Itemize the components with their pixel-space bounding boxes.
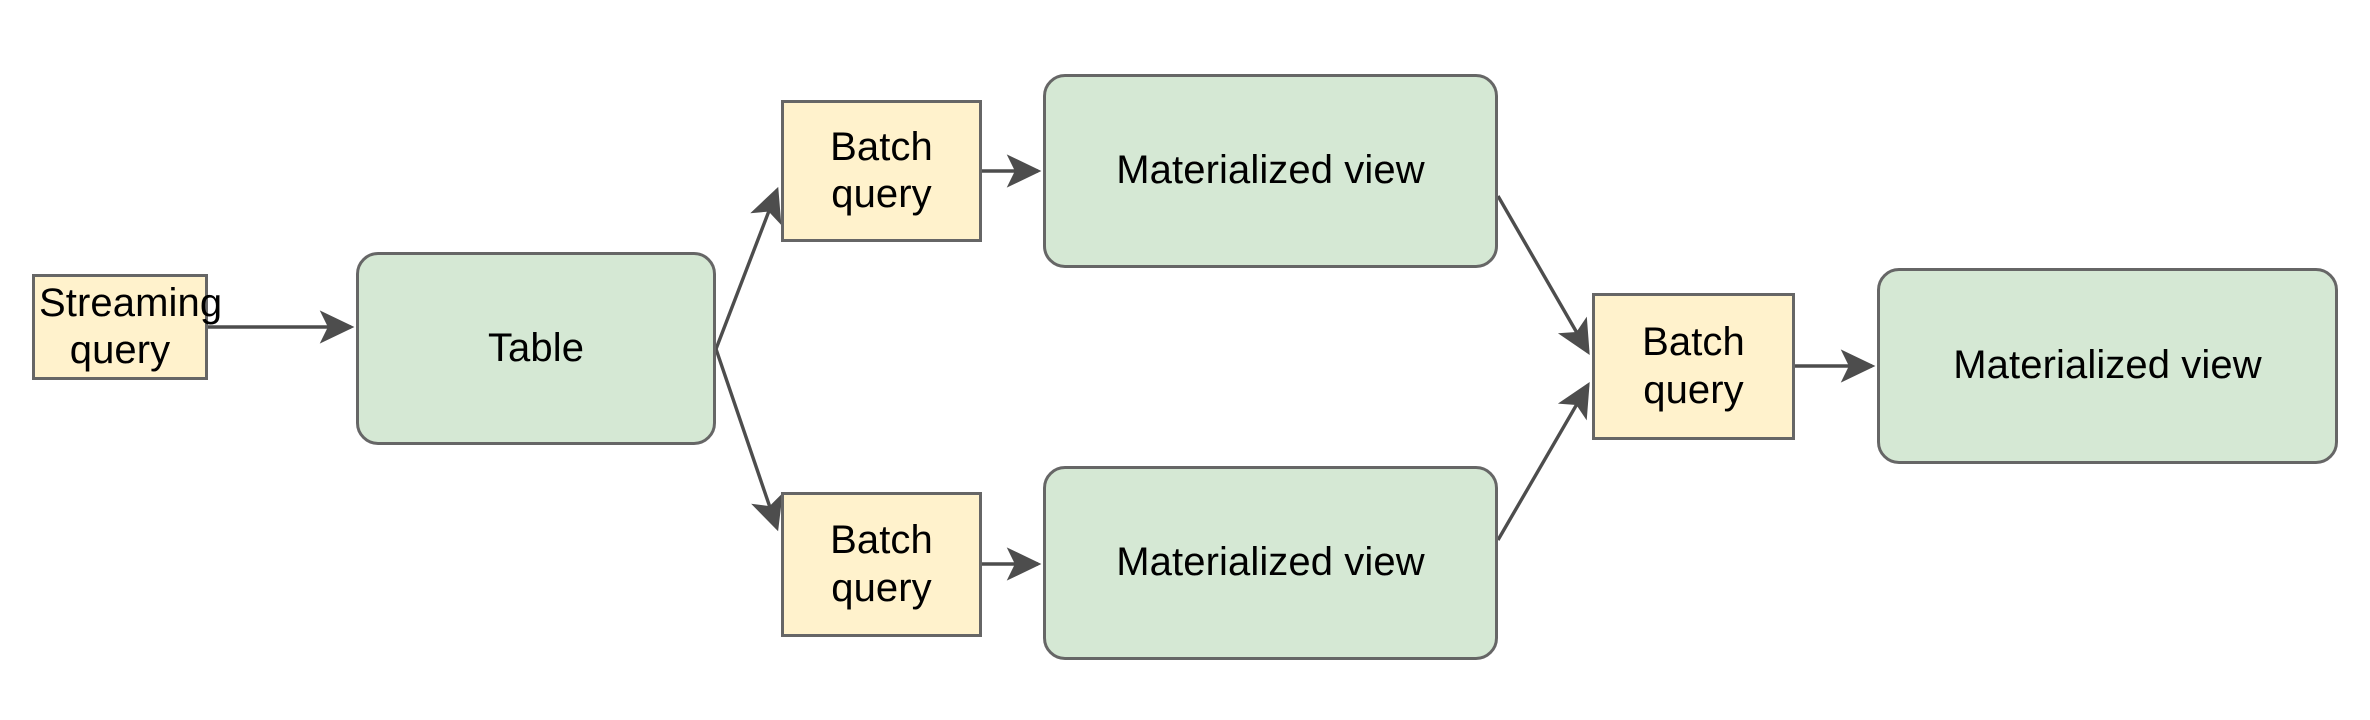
edge-table-to-batch-query-bottom (714, 348, 783, 532)
edge-materialized-view-bottom-to-batch-query-join (1496, 382, 1590, 541)
node-batch-query-top-label: Batch query (830, 124, 933, 216)
node-batch-query-bottom-label: Batch query (830, 518, 933, 610)
edge-table-to-batch-query-top (714, 186, 782, 350)
edge-materialized-view-top-to-batch-query-join (1496, 195, 1590, 355)
node-streaming-query[interactable]: Streaming query (32, 274, 223, 380)
node-batch-query-join-label: Batch query (1642, 320, 1745, 412)
node-batch-query-top[interactable]: Batch query (781, 100, 982, 242)
node-materialized-view-final[interactable]: Materialized view (1877, 268, 2338, 464)
node-batch-query-join[interactable]: Batch query (1592, 293, 1795, 440)
node-table-label: Table (487, 325, 585, 370)
node-streaming-query-label: Streaming query (39, 280, 223, 372)
node-table[interactable]: Table (356, 252, 716, 445)
node-materialized-view-bottom[interactable]: Materialized view (1043, 466, 1498, 660)
node-materialized-view-final-label: Materialized view (1953, 343, 2262, 388)
node-materialized-view-bottom-label: Materialized view (1116, 540, 1425, 585)
node-materialized-view-top-label: Materialized view (1116, 148, 1425, 193)
node-materialized-view-top[interactable]: Materialized view (1043, 74, 1498, 268)
node-batch-query-bottom[interactable]: Batch query (781, 492, 982, 637)
